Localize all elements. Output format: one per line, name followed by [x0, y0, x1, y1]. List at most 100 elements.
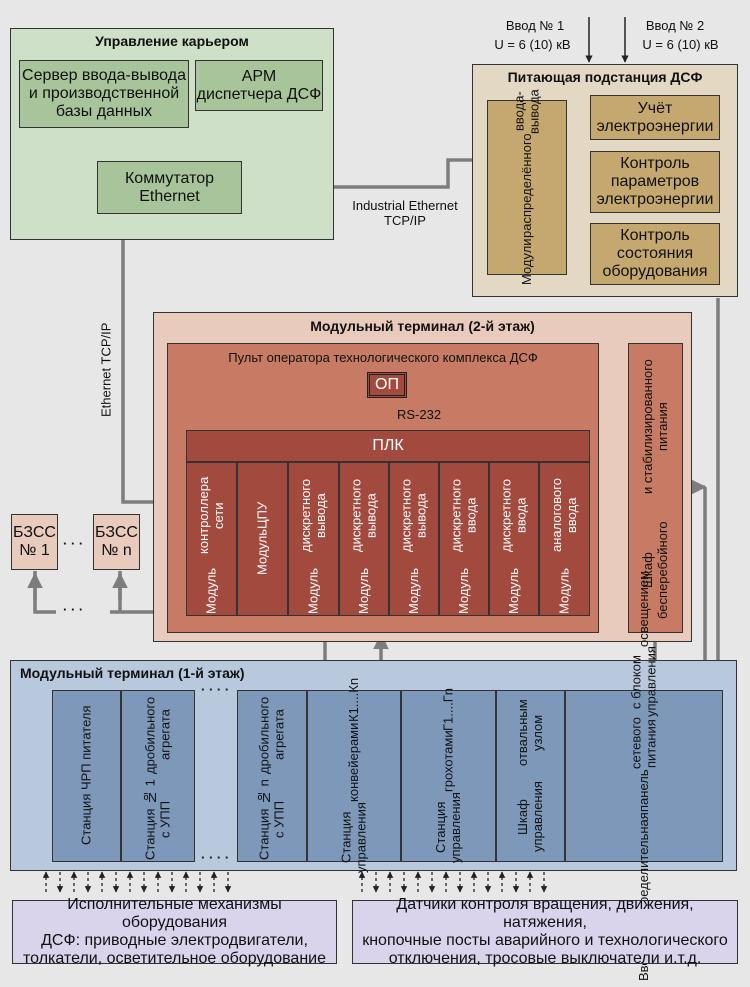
plc-module-discrete-in-2-line-2: дискретного ввода — [498, 478, 529, 553]
dispatcher-arm-box: АРМ диспетчера ДСФ — [195, 60, 323, 111]
input-2-label: Ввод № 2 — [645, 18, 705, 33]
actuators-line-3: толкатели, осветительное оборудование — [23, 950, 326, 967]
distributed-io-label: Модули распределённого ввода-вывода — [488, 89, 565, 285]
plc-module-discrete-in-1-line-2: дискретного ввода — [448, 478, 479, 553]
station-vfd-feeder-line-1: Станция ЧРП питателя — [78, 705, 94, 846]
substation-title: Питающая подстанция ДСФ — [507, 69, 703, 85]
station-distribution-panel-line-4: сетевого питания — [628, 717, 659, 770]
plc-module-discrete-in-2-label: Модуль дискретного ввода — [490, 463, 537, 614]
station-conveyors-line-2: конвейерами — [346, 722, 361, 802]
plc-label: ПЛК — [372, 437, 404, 454]
plc-module-analog-in-label: Модуль аналогового ввода — [540, 463, 588, 614]
plc-module-network-controller: Модуль контроллера сети — [186, 462, 237, 616]
station-crusher-1-line-2: дробильного агрегата — [142, 696, 173, 774]
station-vfd-feeder-label: Станция ЧРП питателя — [53, 691, 119, 860]
plc-module-discrete-out-1-line-2: дискретного вывода — [298, 478, 328, 553]
station-crusher-n-label: Станция № n с УПП дробильного агрегата — [238, 691, 305, 860]
industrial-ethernet-line-1: Industrial Ethernet — [352, 198, 458, 213]
plc-module-analog-in: Модуль аналогового ввода — [539, 462, 590, 616]
station-crusher-1-line-1: Станция № 1 с УПП — [142, 779, 173, 860]
plc-module-discrete-in-2: Модуль дискретного ввода — [489, 462, 539, 616]
station-distribution-panel-label: Вводно- распределительная панель сетевог… — [566, 570, 721, 980]
station-distribution-panel-line-6: освещением — [636, 570, 651, 647]
ups-cabinet-line-2: и стабилизированного питания — [640, 359, 670, 495]
station-conveyors-label: Станция управления конвейерами К1....Кn — [308, 678, 399, 872]
station-distribution-panel-line-5: с блоком управления — [628, 646, 659, 718]
plc-module-cpu-line-2: ЦПУ — [254, 501, 270, 530]
plc-module-discrete-in-1: Модуль дискретного ввода — [439, 462, 489, 616]
stations-dots-top: · · · · — [201, 682, 230, 697]
plc-module-discrete-in-2-line-1: Модуль — [506, 567, 521, 614]
station-screens-label: Станция управления грохотами Г1....Гn — [402, 687, 494, 864]
station-dump-node-line-2: отвальным узлом — [515, 699, 545, 766]
plc-module-discrete-out-1: Модуль дискретного вывода — [288, 462, 339, 616]
plc-module-discrete-out-1-label: Модуль дискретного вывода — [289, 463, 337, 614]
ethernet-switch-line-1: Коммутатор — [124, 169, 215, 187]
distributed-io-box: Модули распределённого ввода-вывода — [487, 89, 567, 285]
bzss-n-line-2: № n — [101, 542, 132, 559]
station-vfd-feeder: Станция ЧРП питателя — [52, 690, 121, 862]
dispatcher-arm-line-2: диспетчера ДСФ — [196, 85, 322, 103]
power-params-line-3: электроэнергии — [596, 191, 714, 208]
station-conveyors-line-1: Станция управления — [338, 801, 369, 873]
station-crusher-n-line-2: дробильного агрегата — [256, 696, 287, 774]
input-1-label: Ввод № 1 — [505, 18, 565, 33]
plc-module-analog-in-line-1: Модуль — [556, 567, 572, 614]
station-screens: Станция управления грохотами Г1....Гn — [401, 687, 496, 864]
station-crusher-1: Станция № 1 с УПП дробильного агрегата — [121, 690, 195, 862]
metering-box: Учёт электроэнергии — [590, 95, 720, 140]
op-panel-box: ОП — [367, 372, 407, 398]
plc-module-discrete-out-3-line-1: Модуль — [406, 567, 421, 614]
terminal-floor2-title: Модульный терминал (2-й этаж) — [310, 318, 535, 334]
bzss-dots-top: · · · — [63, 536, 84, 551]
sensors-box: Датчики контроля вращения, движения, нат… — [352, 896, 738, 967]
ethernet-switch-line-2: Ethernet — [139, 187, 200, 205]
equipment-state-line-1: Контроль — [620, 227, 690, 244]
plc-module-discrete-in-1-line-1: Модуль — [456, 567, 471, 614]
operator-console-title: Пульт оператора технологического комплек… — [228, 350, 538, 365]
metering-line-2: электроэнергии — [596, 117, 714, 135]
distributed-io-line-2: распределённого — [519, 133, 534, 239]
station-dump-node-label: Шкаф управления отвальным узлом — [497, 691, 563, 860]
industrial-ethernet-label: Industrial Ethernet TCP/IP — [340, 198, 470, 228]
plc-module-discrete-out-3: Модуль дискретного вывода — [389, 462, 439, 616]
io-server-line-2: и производственной — [28, 85, 180, 102]
station-distribution-panel-line-3: панель — [636, 769, 651, 813]
distributed-io-line-1: Модули — [519, 238, 534, 285]
actuators-line-2: ДСФ: приводные электродвигатели, — [41, 932, 308, 949]
io-server-line-3: базы данных — [55, 103, 153, 120]
station-crusher-n-line-1: Станция № n с УПП — [256, 779, 287, 860]
plc-bar: ПЛК — [186, 430, 590, 462]
io-server-box: Сервер ввода-вывода и производственной б… — [19, 60, 189, 128]
op-panel-label: ОП — [375, 376, 399, 393]
stations-dots-bottom: · · · · — [201, 850, 230, 865]
station-crusher-1-label: Станция № 1 с УПП дробильного агрегата — [122, 691, 193, 860]
plc-module-cpu-line-1: Модуль — [254, 529, 270, 576]
station-dump-node-line-1: Шкаф управления — [515, 781, 545, 853]
wire-ups-vrp — [692, 487, 705, 688]
station-screens-line-3: Г1....Гn — [440, 687, 456, 731]
power-params-line-1: Контроль — [620, 155, 690, 172]
station-distribution-panel: Вводно- распределительная панель сетевог… — [565, 570, 723, 981]
bzss-n-line-1: БЗСС — [95, 524, 138, 541]
ups-cabinet-box: Шкаф бесперебойного и стабилизированного… — [628, 343, 683, 633]
io-server-line-1: Сервер ввода-вывода — [22, 67, 186, 84]
metering-line-1: Учёт — [637, 99, 673, 117]
sensors-line-3: отключения, тросовые выключатели и.т.д. — [388, 950, 702, 967]
rs232-label: RS-232 — [397, 407, 442, 422]
plc-module-discrete-out-2-label: Модуль дискретного вывода — [340, 463, 387, 614]
power-params-box: Контроль параметров электроэнергии — [590, 151, 720, 213]
station-dump-node: Шкаф управления отвальным узлом — [496, 690, 565, 862]
actuators-box: Исполнительные механизмы оборудования ДС… — [12, 896, 337, 967]
terminal-floor1-title: Модульный терминал (1-й этаж) — [20, 665, 245, 681]
plc-module-network-controller-line-2: контроллера сети — [196, 476, 226, 555]
plc-module-discrete-out-3-line-2: дискретного вывода — [398, 478, 429, 553]
station-conveyors: Станция управления конвейерами К1....Кn — [307, 678, 401, 873]
sensors-line-2: кнопочные посты аварийного и технологиче… — [362, 932, 728, 949]
bzss-1-line-1: БЗСС — [13, 524, 56, 541]
station-screens-line-1: Станция управления — [433, 792, 463, 864]
power-params-line-2: параметров — [610, 173, 700, 190]
bzss-n-box: БЗСС № n — [93, 514, 140, 570]
plc-module-cpu-label: Модуль ЦПУ — [238, 463, 286, 614]
distributed-io-line-3: ввода-вывода — [511, 88, 542, 134]
